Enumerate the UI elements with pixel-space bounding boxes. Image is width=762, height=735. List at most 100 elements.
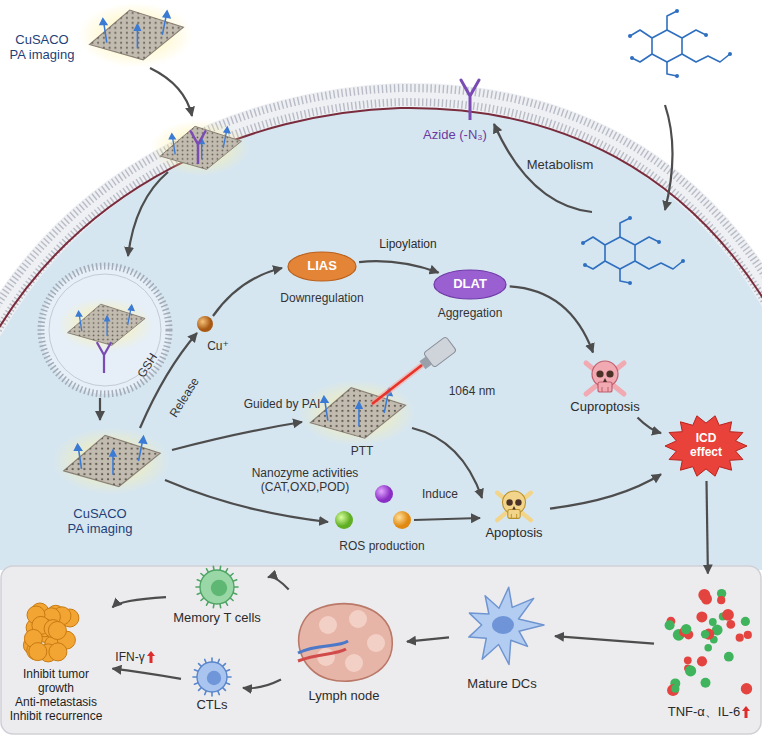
flow-arrow [638, 418, 662, 434]
azide-receptor [461, 80, 479, 120]
outcome-text: Inhibit tumor growth [7, 668, 106, 696]
drawing-part [49, 643, 67, 661]
edge-label-patch: IFN-γ [112, 649, 157, 665]
outcome-text: Inhibit recurrence [7, 710, 106, 724]
drawing-part [726, 620, 735, 629]
therapy-label: PTT [351, 445, 374, 459]
drawing-part [696, 611, 707, 622]
cell-icon [579, 356, 631, 400]
drawing-part [516, 513, 517, 517]
drawing-part [592, 361, 618, 392]
flow-arrow [268, 577, 289, 590]
drawing-part [701, 677, 711, 687]
drawing-part [345, 654, 363, 672]
drawing-part [367, 634, 385, 652]
drawing-part [147, 651, 155, 663]
lymph-node: Lymph node [284, 593, 404, 704]
flow-arrow [707, 481, 708, 574]
drawing-part [319, 616, 337, 634]
drawing-part [722, 609, 734, 621]
cell-icon [188, 656, 236, 698]
drawing-part [506, 499, 512, 505]
azide-receptor [97, 343, 111, 373]
cell-label: CTLs [196, 698, 227, 713]
flow-arrow [243, 680, 281, 689]
flow-arrow [407, 637, 449, 641]
laser-beam [372, 365, 422, 404]
drawing-part [742, 706, 750, 718]
increase-arrow [742, 706, 750, 718]
flow-arrows [100, 68, 673, 522]
cell-label: Memory T cells [173, 611, 261, 626]
cell-icon [288, 593, 400, 689]
drawing-part [414, 518, 480, 520]
sugar-molecule [628, 9, 732, 78]
drawing-part [741, 683, 752, 694]
group-label: Azide (-N₃) [423, 128, 487, 143]
ros-ball [335, 511, 353, 529]
drawing-part [200, 570, 234, 604]
azide-receptor [191, 131, 206, 164]
activity-label: Nanozyme activities (CAT,OXD,POD) [235, 467, 375, 495]
nanosheet [78, 2, 193, 67]
drawing-part [512, 506, 516, 510]
drawing-part [299, 603, 393, 680]
edge-label: IFN-γ [115, 650, 144, 664]
increase-arrow [147, 651, 155, 663]
drawing-part [288, 252, 356, 281]
edge-label-patch: Lipoylation [376, 236, 439, 252]
nanosheet [58, 298, 153, 352]
process-label: Induce [422, 488, 458, 502]
drawing-part [697, 656, 707, 666]
drawing-part [503, 490, 526, 517]
flow-arrow [113, 597, 167, 607]
drawing-part [736, 633, 744, 641]
drawing-part [701, 593, 712, 604]
drawing-part [508, 509, 520, 518]
drawing-part [701, 630, 709, 638]
dendritic-cell: Mature DCs [452, 573, 552, 692]
nanosheet [52, 428, 170, 495]
drawing-part [709, 618, 717, 626]
drawing-part [197, 662, 227, 692]
endosome-inner [49, 274, 161, 386]
drawing-part [704, 644, 712, 652]
drawing-part [744, 630, 752, 638]
process-label: Downregulation [280, 292, 363, 306]
flow-arrow [555, 636, 654, 644]
process-label: Metabolism [527, 158, 593, 173]
death-mode: Apoptosis [481, 486, 547, 541]
copper-ion [197, 316, 213, 332]
tumor-outcome: Inhibit tumor growthAnti-metastasisInhib… [3, 600, 110, 724]
drawing-part [172, 422, 302, 450]
drawing-part [681, 623, 691, 633]
drawing-part [667, 684, 679, 696]
ion-label: Cu⁺ [207, 340, 229, 354]
nanosheet [299, 380, 416, 446]
drawing-part [685, 665, 696, 676]
probe-label: CuSACO PA imaging [7, 33, 78, 63]
process-label: Guided by PAI [244, 398, 321, 412]
drawing-part [211, 579, 227, 595]
drawing-part [717, 596, 725, 604]
flow-arrow [359, 261, 438, 272]
drawing-part [511, 513, 512, 517]
endosome [41, 266, 169, 394]
cell-icon [18, 600, 94, 668]
cell-icon [661, 577, 757, 705]
drawing-part [671, 684, 679, 692]
drawing-part [150, 68, 192, 116]
drawing-part [434, 270, 506, 299]
drawing-part [317, 648, 335, 666]
death-label: Cuproptosis [570, 400, 639, 415]
drawing-part [99, 398, 101, 420]
drawing-part [665, 416, 747, 476]
label-row: TNF-α、IL-6 [668, 705, 751, 720]
drawing-part [684, 656, 692, 664]
drawing-part [741, 616, 750, 625]
enzyme-name: LIAS [307, 259, 337, 274]
memory-t-cell: Memory T cells [169, 563, 265, 626]
flow-arrow [550, 474, 661, 508]
cell-icon [456, 573, 548, 677]
effect-label: ICD effect [683, 432, 729, 460]
